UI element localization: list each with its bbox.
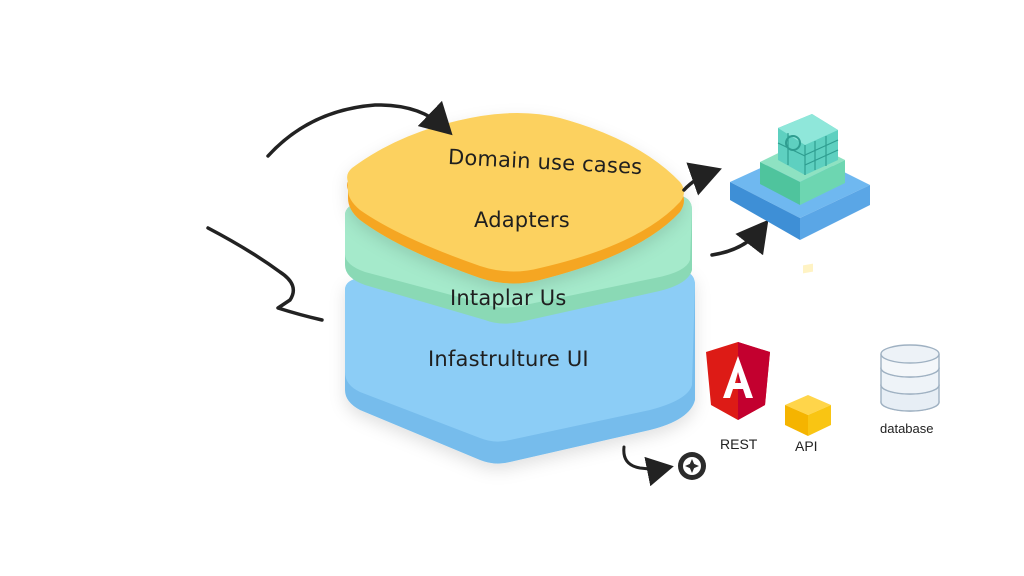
compass-icon — [678, 452, 706, 480]
rest-label: REST — [720, 436, 758, 452]
angular-icon — [706, 342, 770, 420]
layer-label-interface: Intaplar Us — [450, 286, 567, 310]
database-label: database — [880, 421, 934, 436]
layer-domain — [347, 113, 684, 284]
arrow-top-left — [266, 100, 453, 158]
layer-label-adapters: Adapters — [474, 208, 570, 232]
arrow-to-server — [682, 162, 722, 196]
api-cube-icon — [785, 263, 831, 436]
layer-label-infrastructure: Infastrulture UI — [428, 347, 589, 371]
zigzag-line-left — [206, 226, 324, 322]
layer-infrastructure — [345, 270, 695, 464]
server-cube-icon — [730, 114, 870, 240]
api-label: API — [795, 438, 818, 454]
database-icon — [880, 344, 940, 412]
arrow-curve-server — [710, 219, 769, 257]
arrow-to-compass — [622, 445, 674, 487]
